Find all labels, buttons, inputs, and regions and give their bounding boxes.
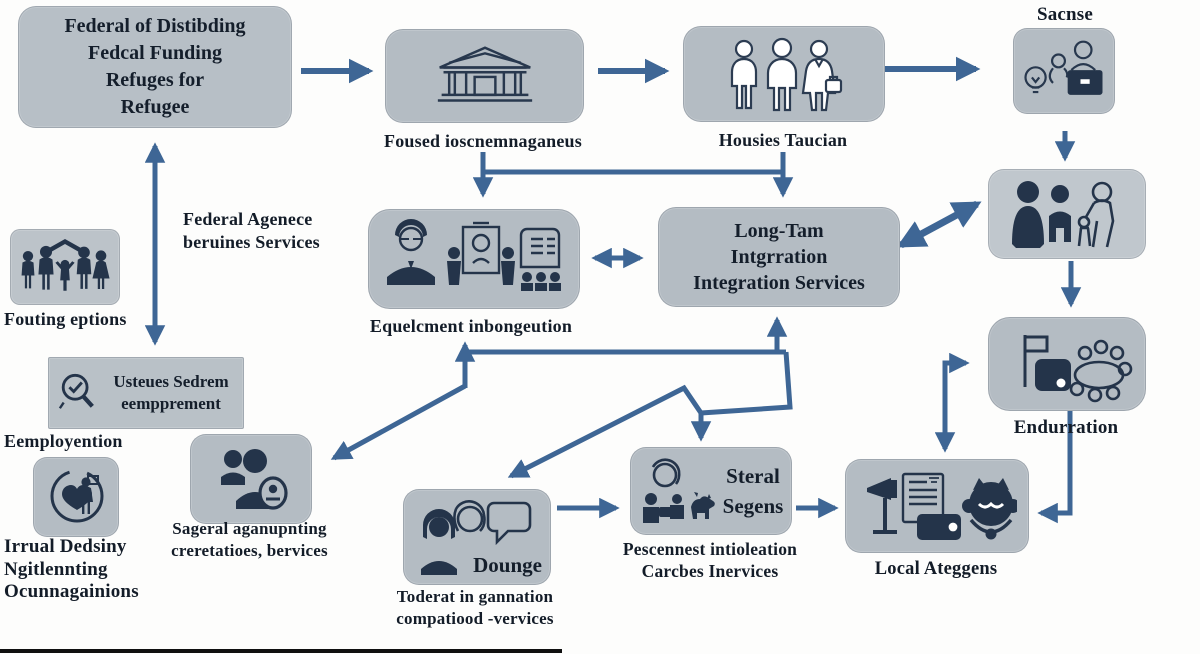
funding-line: Federal of Distibding: [64, 15, 246, 37]
node-endurration: [988, 317, 1146, 411]
dounge-line: Toderat in gannation: [396, 587, 554, 606]
steral-inner-line: Segens: [722, 494, 784, 518]
irrual-line: Irrual Dedsiny: [4, 536, 127, 557]
dounge-label: Toderat in gannation compatiood -vervice…: [350, 586, 600, 630]
node-usteues: Usteues Sedrem eempprement: [48, 357, 244, 429]
local-label: Local Ateggens: [874, 559, 998, 579]
people-chat-icon: [421, 500, 532, 575]
sageral-label: Sageral aganupnting creretatioes, bervic…: [142, 518, 357, 562]
heart-volunteer-icon: [50, 469, 104, 523]
endurration-label: Endurration: [1013, 417, 1119, 438]
usteues-line: Usteues Sedrem: [113, 372, 229, 391]
two-people-badge-icon: [221, 449, 288, 510]
funding-line: Fedcal Funding: [88, 42, 222, 64]
funding-line: Refugee: [120, 96, 190, 118]
federal-agenece-text: Federal Agenece beruines Services: [183, 208, 413, 254]
node-equelcment: [368, 209, 580, 309]
magnifier-check-icon: [58, 373, 94, 409]
node-sageral: [190, 434, 312, 524]
funding-line: Refuges for: [105, 69, 205, 91]
foused-label: Foused ioscnemnaganeus: [384, 131, 582, 151]
meeting-pet-icon: [643, 458, 715, 523]
steral-label: Pescennest intioleation Carcbes Inervice…: [595, 538, 825, 582]
node-fouting: [10, 229, 120, 305]
irrual-line: Ngitlennting: [4, 558, 108, 580]
node-dounge: Dounge: [403, 489, 551, 585]
longterm-line: Integration Services: [693, 272, 865, 294]
connector-zigzag: [700, 351, 793, 416]
node-foused: [385, 29, 584, 123]
sageral-line: Sageral aganupnting: [172, 519, 327, 538]
node-steral: Steral Segens: [630, 447, 792, 535]
irrual-label: Irrual Dedsiny Ngitlennting Ocunnagainio…: [4, 536, 204, 604]
sageral-line: creretatioes, bervices: [171, 541, 328, 560]
arrow-education-local-elbow: [934, 352, 970, 453]
arrow-longterm-family-diagonal: [896, 200, 982, 249]
employention-label: Eemployention: [4, 431, 123, 451]
arrow-to-sageral: [330, 383, 467, 461]
dounge-line: compatiood -vervices: [396, 609, 554, 628]
bank-building-icon: [437, 46, 532, 102]
node-irrual: [33, 457, 119, 537]
federal-agenece-line: beruines Services: [183, 232, 320, 253]
housies-label: Housies Taucian: [718, 130, 848, 150]
usteues-line: eempprement: [121, 394, 221, 413]
longterm-line: Intgrration: [730, 246, 828, 268]
idea-desk-icon: [1024, 40, 1103, 95]
family-under-roof-icon: [21, 239, 110, 291]
node-sacnse: [1013, 28, 1115, 114]
media-owl-icon: [867, 472, 1017, 540]
dounge-inner-label: Dounge: [473, 553, 542, 577]
longterm-line: Long-Tam: [734, 220, 824, 242]
node-federal-funding: Federal of Distibding Fedcal Funding Ref…: [18, 6, 292, 128]
steral-line: Carcbes Inervices: [641, 561, 779, 581]
federal-agenece-line: Federal Agenece: [183, 209, 313, 229]
node-housies: [683, 26, 885, 122]
fouting-label: Fouting eptions: [4, 309, 127, 329]
presentation-group-icon: [387, 219, 561, 291]
steral-inner-line: Steral: [726, 464, 780, 488]
node-longterm: Long-Tam Intgrration Integration Service…: [658, 207, 900, 307]
family-outline-icon: [1012, 181, 1115, 248]
flag-meeting-icon: [1023, 335, 1133, 403]
three-people-icon: [730, 37, 843, 112]
node-local: [845, 459, 1029, 553]
sacnse-label: Sacnse: [1036, 4, 1094, 25]
irrual-line: Ocunnagainions: [4, 581, 139, 602]
node-family-services: [988, 169, 1146, 259]
steral-line: Pescennest intioleation: [622, 539, 798, 559]
equelcment-label: Equelcment inbongeution: [369, 316, 573, 336]
